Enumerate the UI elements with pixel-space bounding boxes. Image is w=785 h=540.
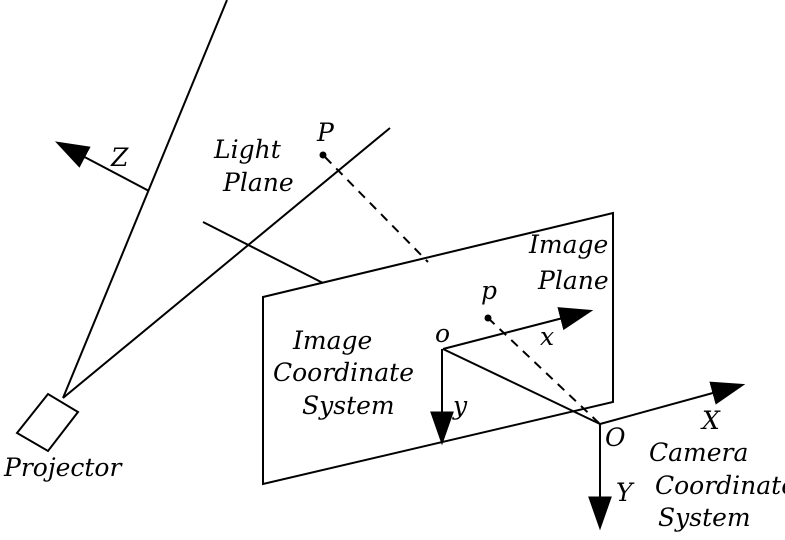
point-world-dot [319,151,327,159]
light-plane-label-1: Light [213,135,282,164]
camera-origin-label: O [605,423,626,452]
image-coord-label-3: System [302,391,395,420]
principal-axis [442,348,601,425]
projector-label: Projector [3,453,123,482]
light-plane-label-2: Plane [222,168,294,197]
projector-ray-lower [62,127,391,399]
camera-y-label: Y [616,478,635,507]
image-x-axis-arrow [442,307,594,350]
projector-box [15,392,80,453]
z-axis-arrow [54,141,150,192]
image-plane [262,211,614,486]
camera-x-label: X [700,406,721,435]
image-origin-label: o [435,319,450,348]
z-axis-label: Z [110,143,129,172]
projection-line-lower [487,317,601,425]
point-image-label: p [481,276,497,305]
camera-coord-label-1: Camera [649,438,748,467]
point-image-dot [484,314,492,322]
light-plane-edge [202,221,324,284]
camera-x-axis-arrow [599,381,746,425]
image-y-label: y [452,391,468,420]
camera-coord-label-3: System [658,503,751,532]
image-x-label: x [540,322,554,351]
image-plane-label-2: Plane [537,266,609,295]
point-world-label: P [316,118,335,147]
camera-coord-label-2: Coordinate [655,471,785,500]
projector-ray-upper [62,0,228,399]
image-coord-label-1: Image [292,326,372,355]
projection-line-upper [324,156,429,263]
image-plane-label-1: Image [528,230,608,259]
image-coord-label-2: Coordinate [273,358,414,387]
